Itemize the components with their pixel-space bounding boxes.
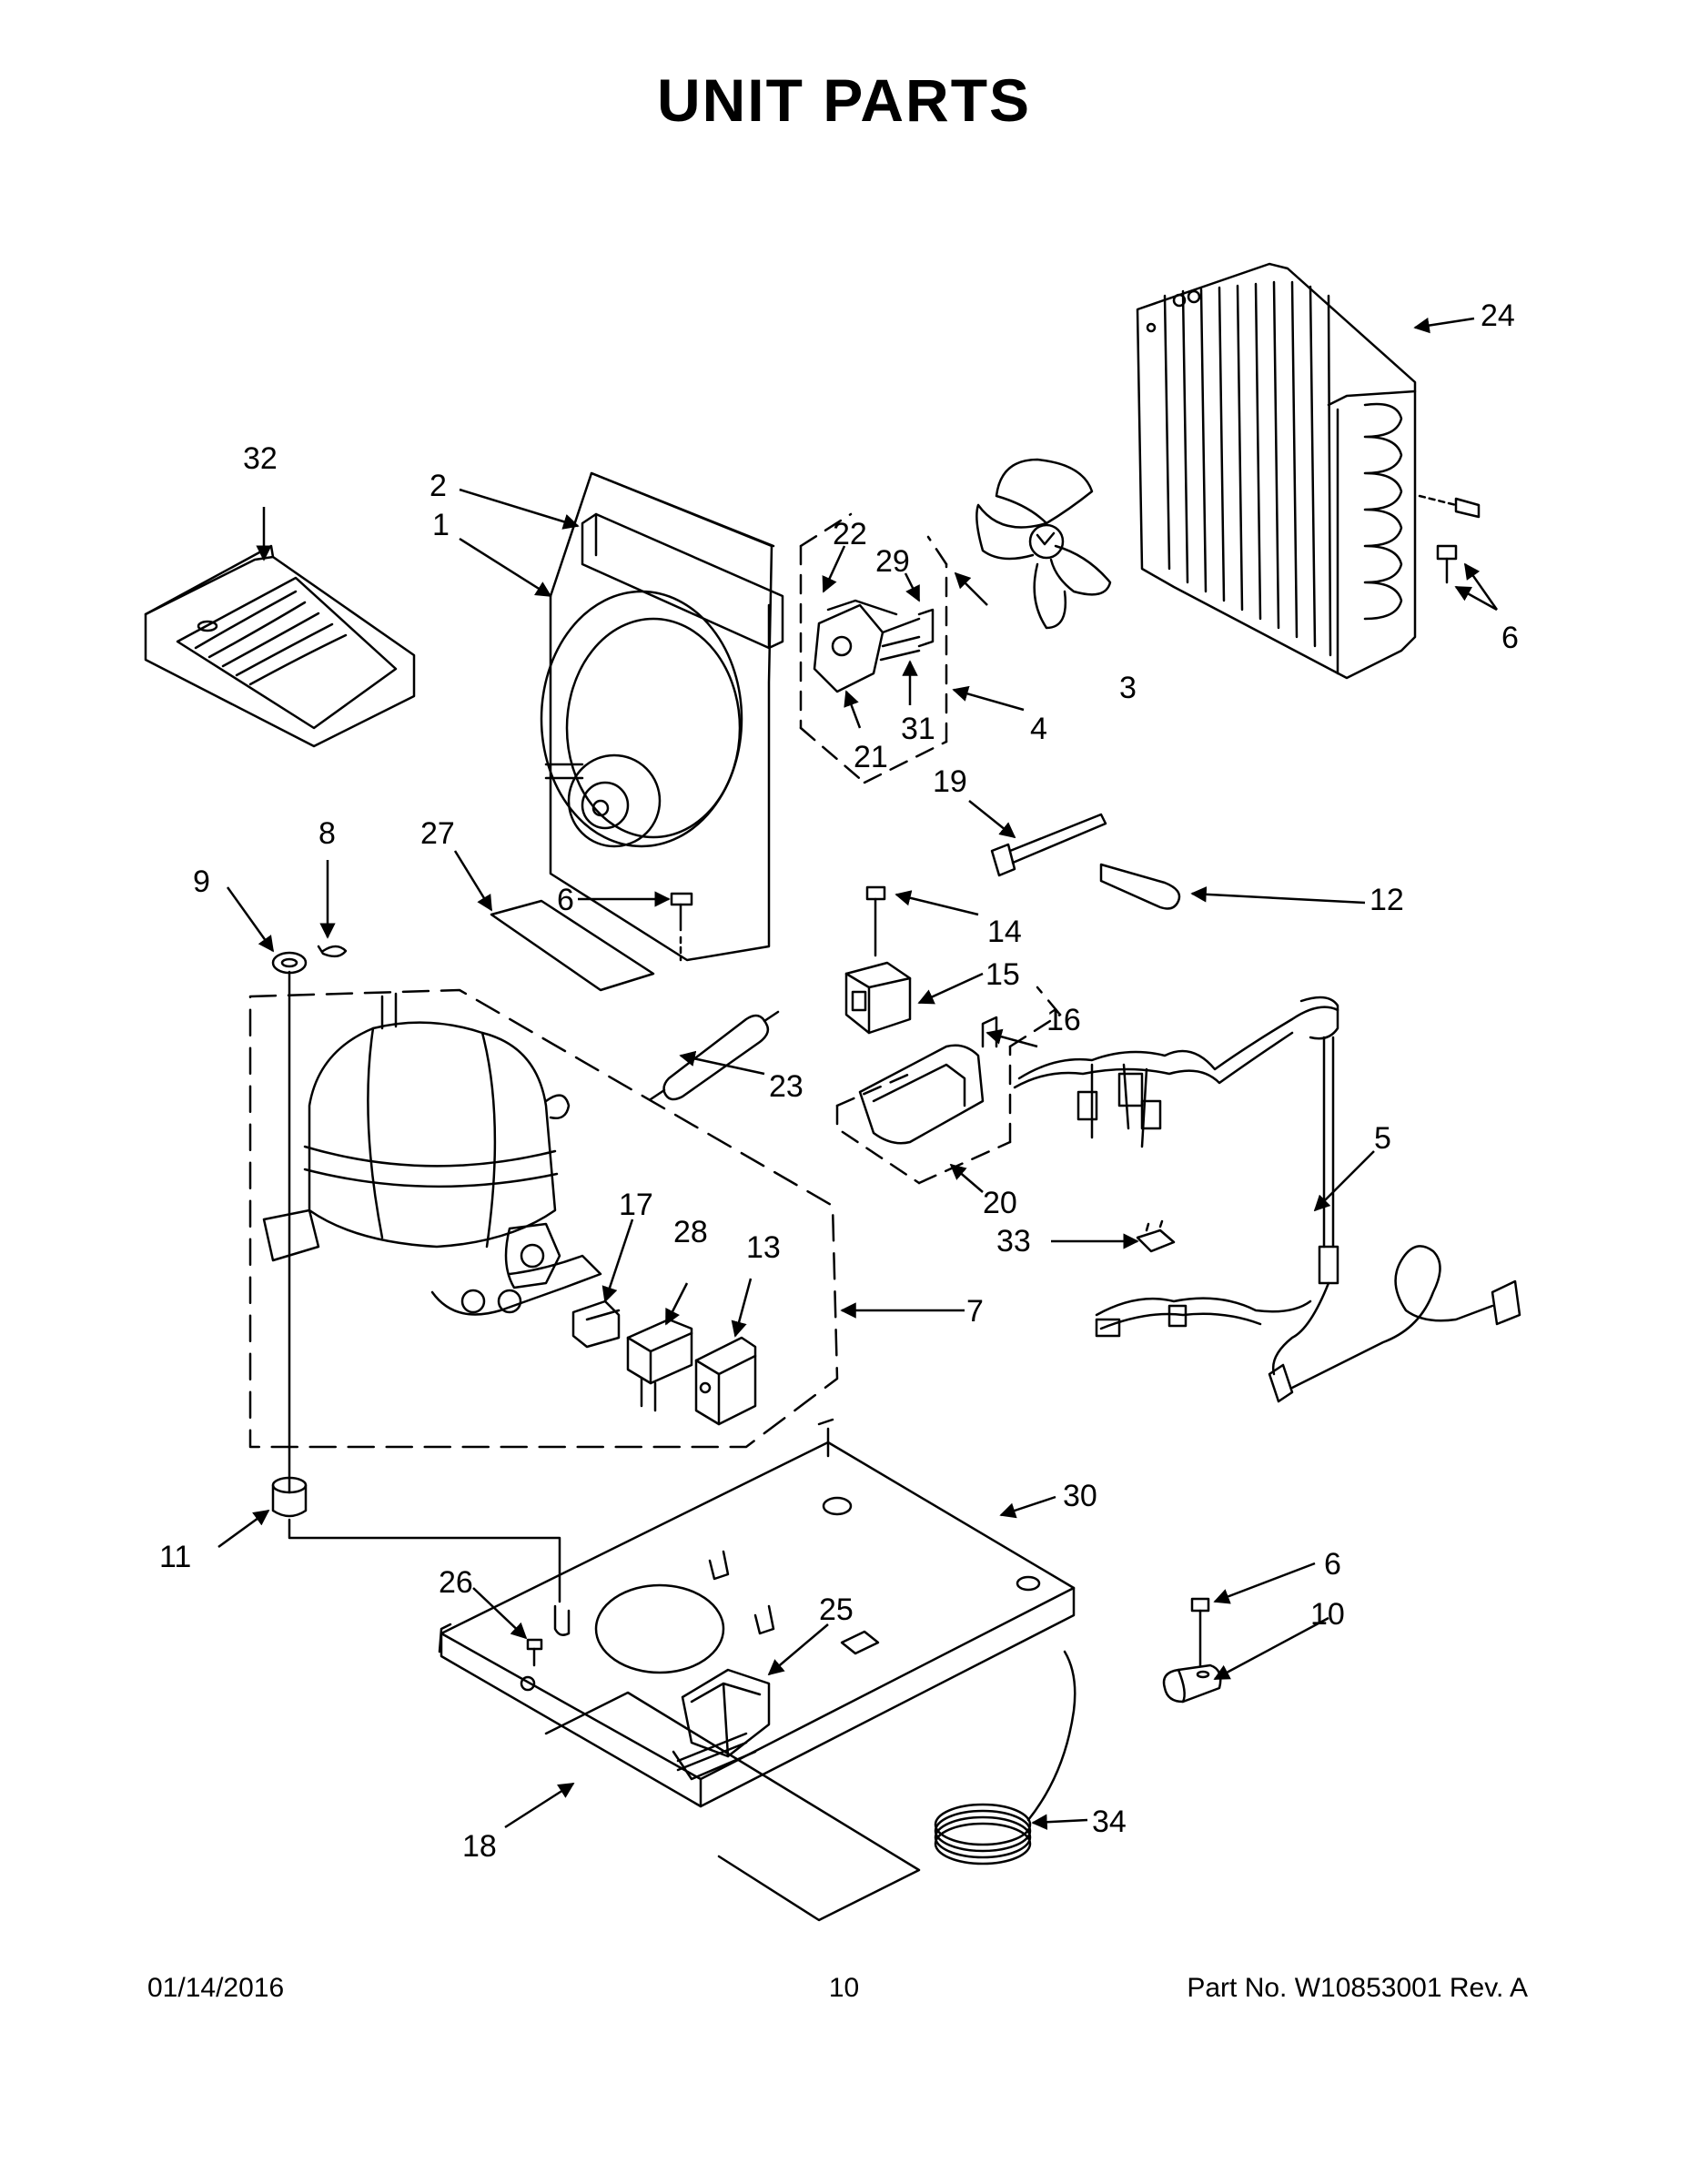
callout-23: 23 — [769, 1069, 804, 1104]
callout-31: 31 — [901, 712, 935, 746]
drain-line — [288, 970, 561, 1603]
callout-21: 21 — [854, 740, 888, 774]
callout-27: 27 — [420, 816, 455, 851]
condenser-fan-blade-part — [975, 458, 1112, 630]
callout-16: 16 — [1046, 1003, 1081, 1037]
base-pan-part — [438, 1418, 1076, 1808]
fan-shroud-part — [540, 471, 775, 962]
callout-22: 22 — [833, 517, 867, 551]
callout-3: 3 — [1119, 671, 1137, 705]
condenser-coil-part — [1136, 262, 1417, 680]
callout-5: 5 — [1374, 1121, 1391, 1156]
callout-labels: 32 2 1 22 29 31 21 4 3 24 6 19 12 14 15 … — [159, 298, 1519, 1864]
cable-tie-part — [990, 813, 1107, 877]
screw-part-26 — [526, 1638, 543, 1667]
callout-15: 15 — [986, 957, 1020, 992]
callout-17: 17 — [619, 1188, 653, 1222]
footer-date: 01/14/2016 — [147, 1973, 285, 2003]
callout-25: 25 — [819, 1592, 854, 1627]
compressor-assembly-boundary — [248, 988, 839, 1449]
callout-2: 2 — [430, 469, 447, 503]
callout-28: 28 — [673, 1215, 708, 1249]
callout-6-condenser: 6 — [1501, 621, 1519, 655]
relay-part-15 — [844, 961, 912, 1035]
screws-part-condenser — [1418, 494, 1481, 584]
callout-7: 7 — [966, 1294, 984, 1329]
footer-part-number: Part No. W10853001 Rev. A — [1187, 1973, 1528, 2003]
component-part-25 — [672, 1668, 771, 1781]
callout-6-shroud: 6 — [557, 883, 574, 917]
callout-24: 24 — [1481, 298, 1515, 333]
callout-10: 10 — [1310, 1597, 1345, 1632]
filter-drier-part — [649, 1010, 780, 1101]
callout-29: 29 — [875, 544, 910, 579]
callout-32: 32 — [243, 441, 278, 476]
callout-19: 19 — [933, 764, 967, 799]
callout-12: 12 — [1370, 883, 1404, 917]
start-device-cover-part — [694, 1336, 757, 1426]
compressor-part — [262, 992, 602, 1316]
start-relay-part — [626, 1318, 693, 1412]
wiring-harness-part — [1013, 996, 1521, 1403]
motor-bracket-group — [799, 512, 948, 784]
coiled-tubing-part — [934, 1650, 1076, 1866]
tube-part — [1099, 863, 1181, 910]
screw-part-lower-right — [1190, 1597, 1210, 1667]
mounting-grommet-part — [271, 1476, 308, 1518]
callout-13: 13 — [746, 1230, 781, 1265]
callout-8: 8 — [318, 816, 336, 851]
leader-arrows — [217, 317, 1499, 1830]
insulation-pad-part — [490, 899, 655, 992]
callout-34: 34 — [1092, 1805, 1127, 1839]
base-insulation-part — [544, 1691, 921, 1922]
gasket-strip-part — [581, 512, 784, 650]
callout-11: 11 — [159, 1540, 191, 1574]
callout-33: 33 — [996, 1224, 1031, 1259]
callout-26: 26 — [439, 1565, 473, 1600]
callout-1: 1 — [432, 508, 450, 542]
callout-30: 30 — [1063, 1479, 1097, 1513]
callout-9: 9 — [193, 864, 210, 899]
clip-part-8 — [317, 945, 348, 958]
callout-14: 14 — [987, 915, 1022, 949]
screw-part-shroud — [670, 892, 693, 962]
footer-page-number: 10 — [828, 1973, 860, 2003]
clip-part-33 — [1136, 1219, 1176, 1253]
grommet-part-9 — [271, 951, 308, 975]
clamp-part-10 — [1162, 1663, 1222, 1704]
callout-20: 20 — [983, 1186, 1017, 1220]
callout-6-lower: 6 — [1324, 1547, 1341, 1582]
page-title: UNIT PARTS — [656, 66, 1032, 134]
tubing-bracket-group — [835, 986, 1062, 1185]
callout-4: 4 — [1030, 712, 1047, 746]
callout-18: 18 — [462, 1829, 497, 1864]
screw-part-14 — [865, 885, 886, 957]
drain-pan-part — [144, 544, 416, 748]
overload-part — [571, 1299, 621, 1349]
